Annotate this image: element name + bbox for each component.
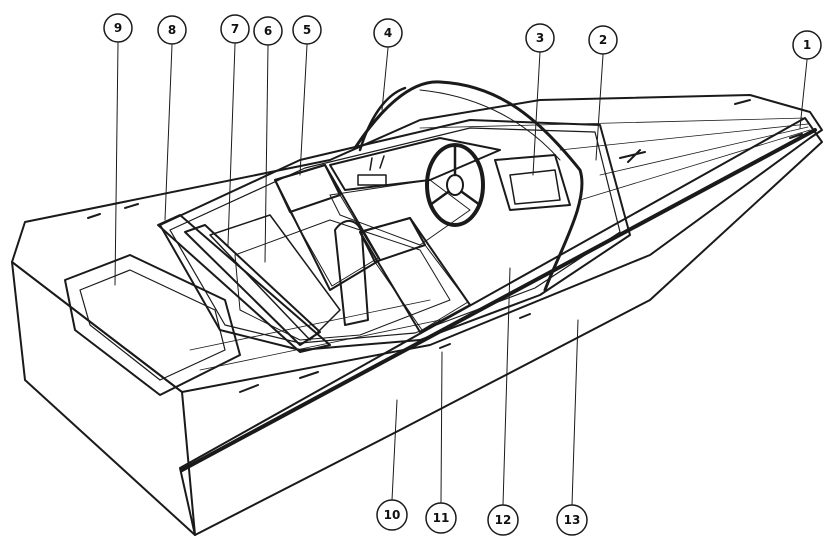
deck-outline: [11, 94, 823, 393]
leader-lines: [114, 42, 808, 506]
svg-text:10: 10: [384, 508, 401, 522]
callout-3: 3: [525, 23, 555, 53]
svg-text:6: 6: [264, 24, 272, 38]
svg-text:13: 13: [564, 513, 581, 527]
svg-text:5: 5: [303, 23, 311, 37]
svg-text:2: 2: [599, 33, 607, 47]
callout-4: 4: [373, 18, 403, 48]
aft-bench: [157, 214, 341, 353]
svg-text:8: 8: [168, 23, 176, 37]
front-seat-right: [334, 217, 471, 333]
rear-well: [64, 254, 241, 396]
windscreen: [353, 80, 584, 292]
callout-11: 11: [425, 502, 457, 534]
deck-fittings: [87, 99, 803, 393]
glove-box: [494, 154, 571, 211]
callout-12: 12: [487, 504, 519, 536]
steering-wheel: [425, 143, 485, 227]
svg-text:11: 11: [433, 511, 450, 525]
callout-5: 5: [292, 15, 322, 45]
svg-text:1: 1: [803, 38, 811, 52]
svg-text:9: 9: [114, 21, 122, 35]
callout-7: 7: [220, 14, 250, 44]
callout-6: 6: [253, 16, 283, 46]
transom: [11, 261, 196, 536]
callout-9: 9: [103, 13, 133, 43]
callout-10: 10: [376, 499, 408, 531]
svg-text:4: 4: [384, 26, 392, 40]
svg-text:12: 12: [495, 513, 512, 527]
cockpit-coaming: [159, 119, 631, 351]
callout-2: 2: [588, 25, 618, 55]
callout-1: 1: [792, 30, 822, 60]
callout-13: 13: [556, 504, 588, 536]
svg-text:7: 7: [231, 22, 239, 36]
svg-text:3: 3: [536, 31, 544, 45]
callout-8: 8: [157, 15, 187, 45]
dashboard: [329, 137, 501, 191]
